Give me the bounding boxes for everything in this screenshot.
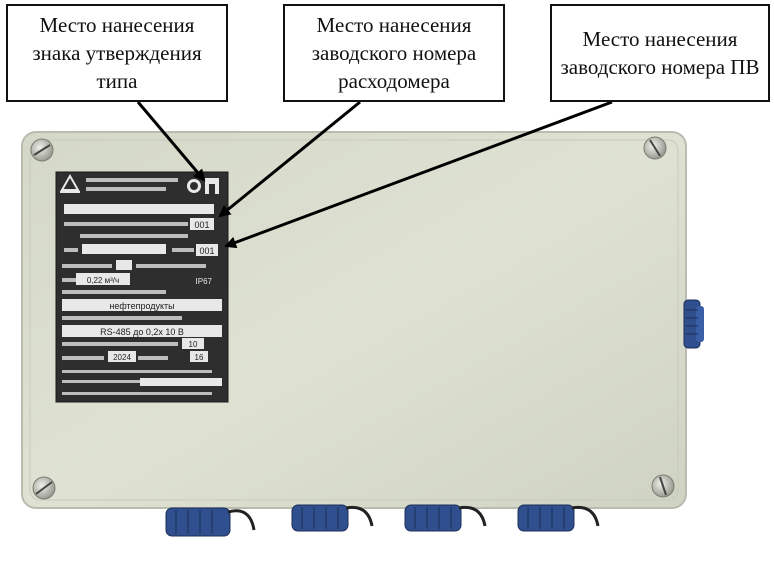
callout-arrows (136, 100, 613, 249)
side-connector (683, 299, 704, 349)
connector-1 (165, 507, 256, 537)
plate-mass: 16 (195, 353, 204, 362)
nameplate: 001 001 0,22 м³/ч IP67 нефтепродукты RS-… (55, 171, 229, 403)
connector-2 (291, 504, 374, 532)
arrow-flowmeter-serial (218, 100, 361, 218)
callout-type-approval-text: Место нанесения знака утверждения типа (32, 13, 202, 93)
plate-serial-pv: 001 (199, 246, 214, 256)
callout-flowmeter-serial: Место нанесения заводского номера расход… (283, 4, 505, 102)
plate-percent: 10 (189, 340, 198, 349)
corner-screws (30, 136, 675, 500)
plate-serial-small: 001 (194, 220, 209, 230)
plate-flow: 0,22 м³/ч (87, 276, 119, 285)
plate-year: 2024 (113, 353, 131, 362)
connector-4 (517, 504, 600, 532)
plate-interface: RS-485 до 0,2х 10 В (100, 327, 184, 337)
arrow-pv-serial (224, 100, 613, 249)
arrow-type-approval (136, 101, 206, 182)
screw-bottom-right-icon (651, 474, 675, 498)
type-approval-mark-icon (187, 178, 219, 194)
callout-type-approval: Место нанесения знака утверждения типа (6, 4, 228, 102)
bottom-connectors (165, 504, 600, 537)
plate-ip: IP67 (196, 277, 213, 286)
screw-top-left-icon (30, 138, 54, 162)
screw-top-right-icon (643, 136, 667, 160)
screw-bottom-left-icon (32, 476, 56, 500)
callout-pv-serial: Место нанесения заводского номера ПВ (550, 4, 770, 102)
callout-pv-serial-text: Место нанесения заводского номера ПВ (560, 27, 760, 79)
plate-product: нефтепродукты (109, 301, 174, 311)
manufacturer-logo-icon (60, 173, 80, 193)
callout-flowmeter-serial-text: Место нанесения заводского номера расход… (311, 13, 477, 93)
connector-3 (404, 504, 487, 532)
